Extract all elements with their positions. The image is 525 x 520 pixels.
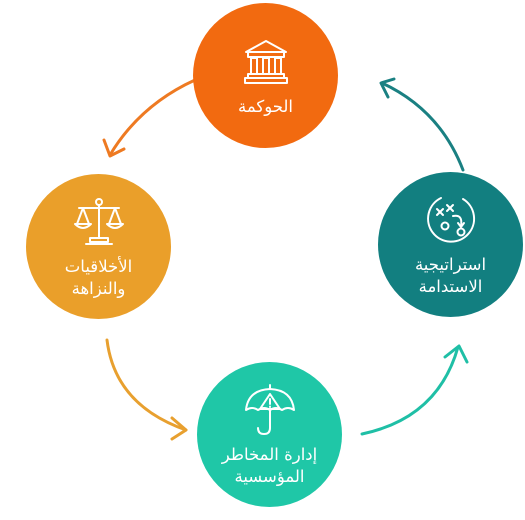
node-ethics: الأخلاقيات والنزاهة — [26, 174, 171, 319]
node-ethics-label: الأخلاقيات والنزاهة — [65, 256, 132, 300]
arrow-strategy-to-governance — [380, 81, 465, 172]
arrow-ethics-to-risk — [105, 338, 188, 432]
node-risk-label-line2: المؤسسية — [234, 466, 305, 486]
node-strategy-label-line2: الاستدامة — [418, 276, 483, 296]
node-strategy: استراتيجية الاستدامة — [378, 172, 523, 317]
node-ethics-label-line1: الأخلاقيات — [64, 256, 133, 276]
arrowhead-governance-to-ethics — [102, 138, 126, 158]
arrow-governance-to-ethics — [108, 78, 197, 157]
node-risk: إدارة المخاطر المؤسسية — [197, 362, 342, 507]
arrowhead-risk-to-strategy — [443, 344, 469, 364]
node-governance-label-line1: الحوكمة — [237, 96, 294, 116]
strategy-play-icon — [426, 196, 475, 243]
node-governance-label: الحوكمة — [238, 96, 293, 118]
umbrella-warning-icon — [244, 383, 295, 435]
node-strategy-label-line1: استراتيجية — [414, 254, 487, 274]
arrowhead-ethics-to-risk — [170, 416, 188, 441]
node-strategy-label: استراتيجية الاستدامة — [415, 254, 486, 298]
node-ethics-label-line2: والنزاهة — [71, 278, 126, 298]
arrow-risk-to-strategy — [360, 345, 460, 436]
balance-scale-icon — [73, 197, 124, 245]
node-governance: الحوكمة — [193, 3, 338, 148]
arrowhead-strategy-to-governance — [379, 77, 396, 99]
node-risk-label-line1: إدارة المخاطر — [221, 444, 318, 464]
bank-building-icon — [243, 39, 288, 84]
node-risk-label: إدارة المخاطر المؤسسية — [222, 444, 317, 488]
